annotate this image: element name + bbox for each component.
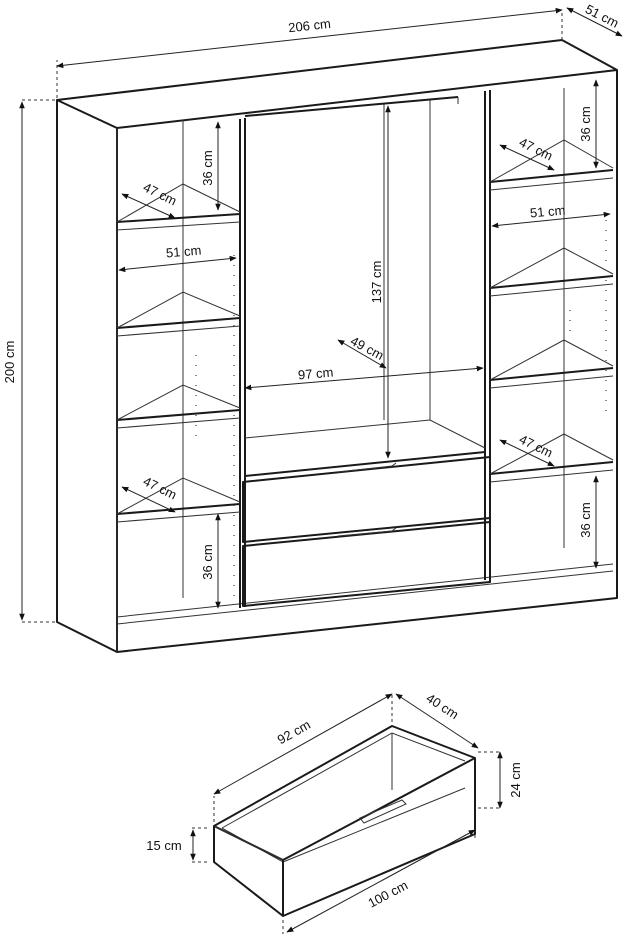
center-section-dimensions bbox=[244, 105, 484, 459]
drawer-dimensions bbox=[190, 693, 503, 934]
center-depth-label: 49 cm bbox=[348, 333, 386, 363]
width-label: 206 cm bbox=[288, 16, 332, 35]
drawer-front-width-label: 100 cm bbox=[366, 877, 411, 910]
drawer-front-height-label: 15 cm bbox=[146, 838, 181, 853]
left-top-depth-label: 47 cm bbox=[141, 179, 179, 208]
left-bottom-gap-label: 36 cm bbox=[200, 544, 215, 579]
drawer-illustration bbox=[213, 725, 476, 917]
wardrobe-body bbox=[56, 39, 618, 653]
drawer-back-height-label: 24 cm bbox=[508, 762, 523, 797]
right-top-gap-label: 36 cm bbox=[578, 106, 593, 141]
drawer-length-label: 92 cm bbox=[275, 717, 313, 747]
overall-dimensions bbox=[19, 7, 623, 623]
left-top-gap-label: 36 cm bbox=[200, 150, 215, 185]
right-shelves bbox=[489, 139, 614, 483]
left-section-dimensions bbox=[118, 121, 237, 609]
right-bottom-gap-label: 36 cm bbox=[578, 502, 593, 537]
center-width-label: 97 cm bbox=[297, 365, 334, 383]
center-height-label: 137 cm bbox=[369, 261, 384, 304]
left-width-label: 51 cm bbox=[165, 243, 202, 261]
right-top-depth-label: 47 cm bbox=[517, 134, 555, 163]
right-width-label: 51 cm bbox=[529, 203, 566, 221]
height-label: 200 cm bbox=[2, 341, 17, 384]
center-drawers bbox=[242, 419, 491, 607]
drawer-depth-label: 40 cm bbox=[424, 690, 462, 722]
right-section-dimensions bbox=[491, 79, 611, 569]
